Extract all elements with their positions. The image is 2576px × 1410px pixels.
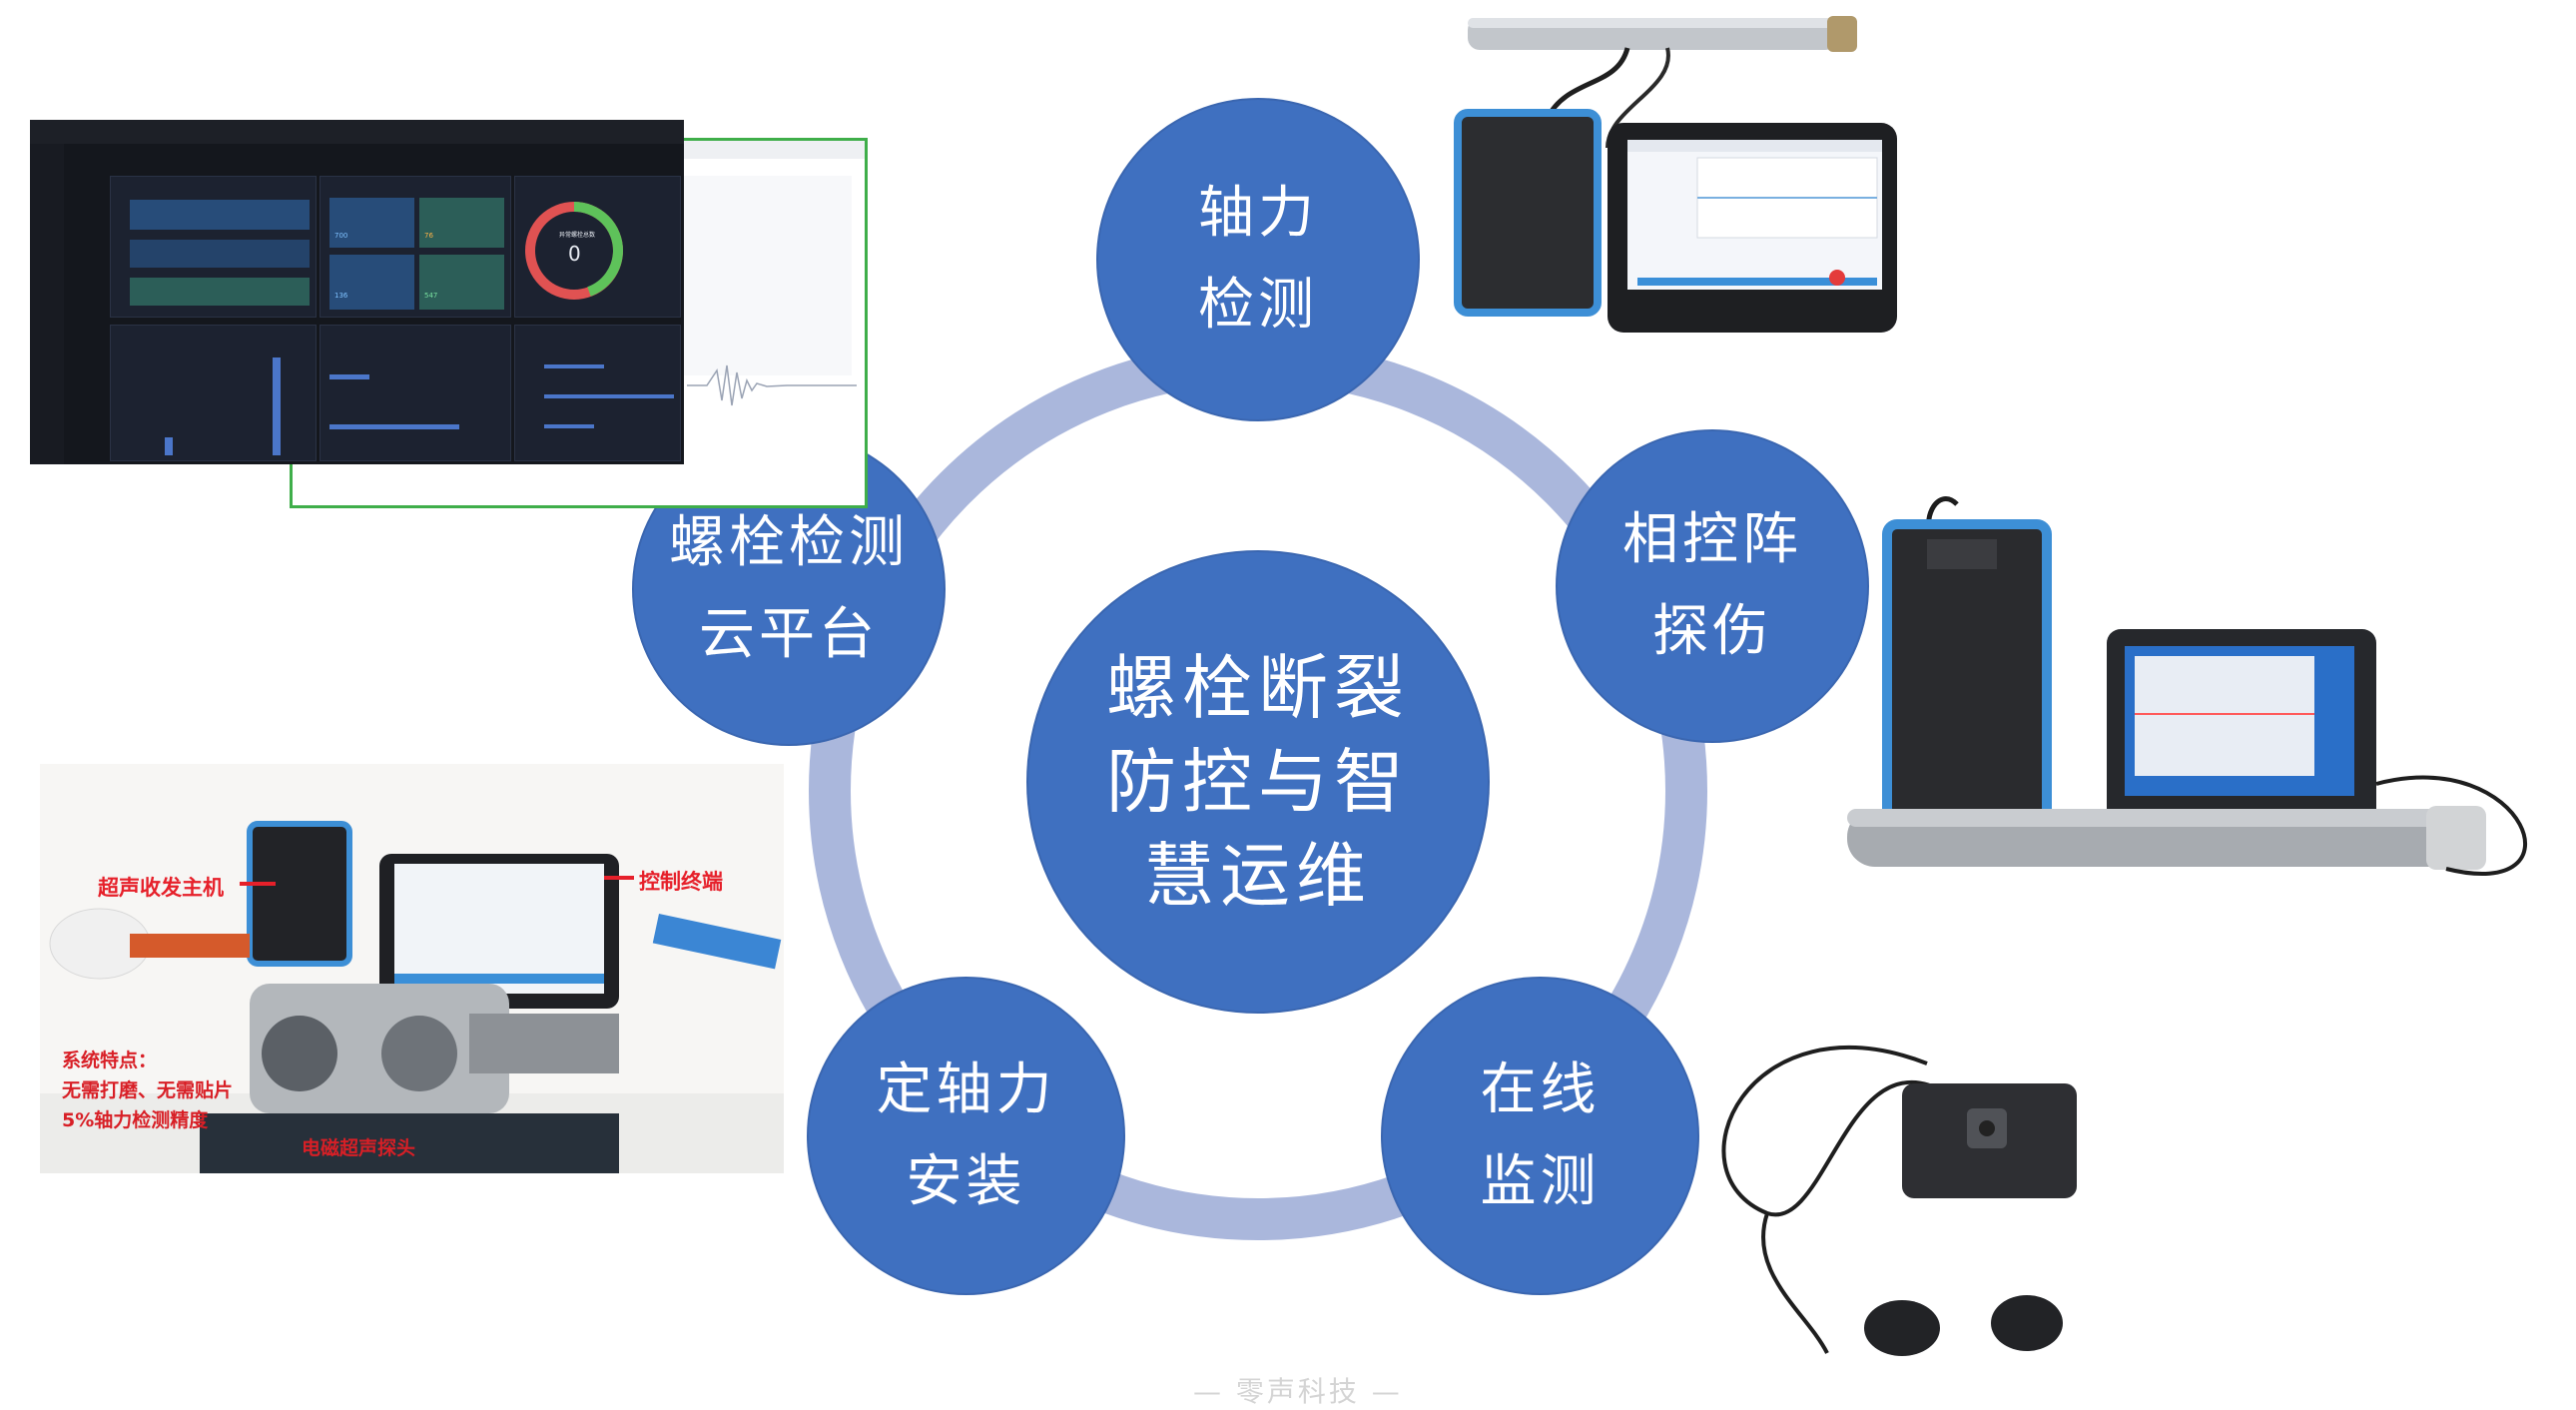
node-install-line-1: 定轴力 [876,1057,1056,1122]
host-arrow-icon [240,882,276,886]
center-line-2: 防控与智 [1106,741,1410,823]
node-online-line-1: 在线 [1480,1057,1601,1122]
cloud-dashboard: 700 76 136 547 异常螺栓总数 0 [30,120,684,464]
node-cloud-line-1: 螺栓检测 [669,510,909,575]
node-phased-array: 相控阵 探伤 [1558,431,1867,741]
node-cloud-line-2: 云平台 [699,602,879,667]
install-system-photo: 超声收发主机 控制终端 系统特点： 无需打磨、无需贴片 5%轴力检测精度 电磁超… [40,764,784,1173]
center-line-1: 螺栓断裂 [1106,647,1410,729]
card-value-2: 76 [424,232,433,240]
node-online-line-2: 监测 [1480,1148,1601,1214]
node-axial-force-line-2: 检测 [1198,273,1318,338]
waveform-plot [687,364,857,406]
gauge-label: 异常螺栓总数 [559,232,596,239]
node-phased-array-line-2: 探伤 [1652,599,1772,664]
card-value-1: 700 [334,232,348,240]
node-phased-array-line-1: 相控阵 [1622,507,1802,572]
node-install: 定轴力 安装 [809,979,1123,1293]
card-value-4: 547 [424,292,438,300]
host-label: 超声收发主机 [98,876,224,900]
node-online-monitoring: 在线 监测 [1383,979,1697,1293]
axial-force-device-photo [1378,8,1937,348]
online-monitoring-device-photo [1687,974,2107,1388]
center-line-3: 慧运维 [1144,835,1372,917]
phased-array-device-photo [1807,484,2576,904]
card-value-3: 136 [334,292,348,300]
node-axial-force: 轴力 检测 [1098,100,1418,419]
feature-2: 5%轴力检测精度 [62,1109,209,1131]
gauge-value: 0 [568,242,581,266]
node-install-line-2: 安装 [906,1148,1026,1214]
feature-1: 无需打磨、无需贴片 [62,1079,234,1101]
terminal-label: 控制终端 [639,870,723,894]
watermark: — 零声科技 — [1193,1375,1403,1408]
probe-label: 电磁超声探头 [302,1137,416,1159]
features-title: 系统特点： [62,1050,158,1071]
node-axial-force-line-1: 轴力 [1198,181,1318,246]
anomaly-gauge [525,202,624,300]
center-node: 螺栓断裂 防控与智 慧运维 [1028,552,1488,1012]
terminal-arrow-icon [604,876,634,880]
